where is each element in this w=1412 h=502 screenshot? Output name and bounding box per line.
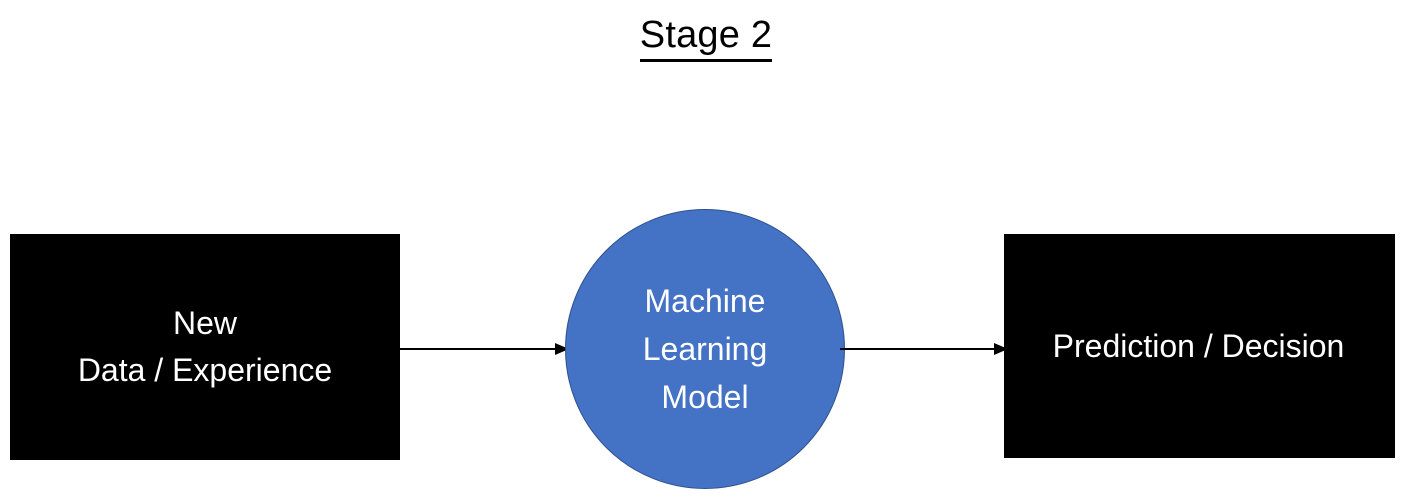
arrow-model-to-output xyxy=(840,339,1008,359)
node-model-label-line3: Model xyxy=(661,379,749,415)
node-model-label-line2: Learning xyxy=(642,331,768,367)
page-title: Stage 2 xyxy=(0,12,1412,62)
node-prediction-decision: Prediction / Decision xyxy=(1004,234,1395,458)
arrow-input-to-model xyxy=(399,339,569,359)
node-input-data-label-line1: New xyxy=(172,305,237,341)
node-model-label-line1: Machine xyxy=(644,283,766,319)
node-input-data-label-line2: Data / Experience xyxy=(77,352,333,388)
page-title-text: Stage 2 xyxy=(639,12,773,62)
node-prediction-decision-label: Prediction / Decision xyxy=(1052,327,1345,364)
